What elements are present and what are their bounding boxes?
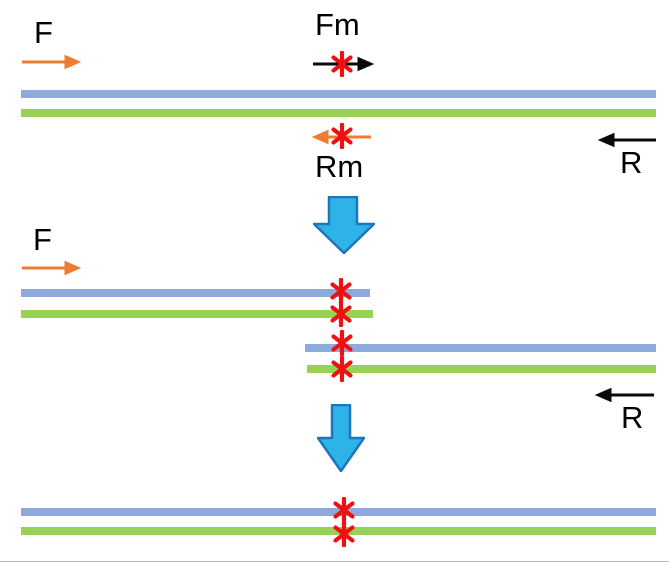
forward-primer-arrow-icon [22,260,81,276]
mutation-asterisk-icon [331,330,353,356]
mutation-asterisk-icon [331,51,353,77]
mutant-forward-primer-arrow-icon [313,56,374,72]
mutant-reverse-primer-label: Rm [315,149,364,184]
reverse-primer-arrow-icon [598,132,656,148]
forward-primer-arrow-icon [22,54,81,70]
mutation-asterisk-icon [331,356,353,382]
reverse-primer-label: R [620,145,643,180]
mutation-asterisk-icon [330,278,352,304]
reverse-primer-arrow-icon [595,387,654,403]
process-step-arrow-icon [317,404,365,472]
mutant-forward-primer-label: Fm [315,7,360,42]
antisense-strand-fragment-bar [307,365,656,373]
mutant-reverse-primer-arrow-icon [312,129,371,145]
mutation-asterisk-icon [330,301,352,327]
mutation-asterisk-icon [333,521,355,547]
process-step-arrow-icon [313,196,375,254]
antisense-strand-fragment-bar [21,310,373,318]
antisense-strand-bar [21,109,656,117]
mutation-asterisk-icon [333,497,355,523]
forward-primer-label: F [33,222,52,257]
sense-strand-bar [21,90,656,98]
forward-primer-label: F [34,15,53,50]
sense-strand-fragment-bar [305,344,656,352]
mutation-asterisk-icon [331,123,353,149]
sense-strand-fragment-bar [21,289,370,297]
reverse-primer-label: R [621,400,644,435]
